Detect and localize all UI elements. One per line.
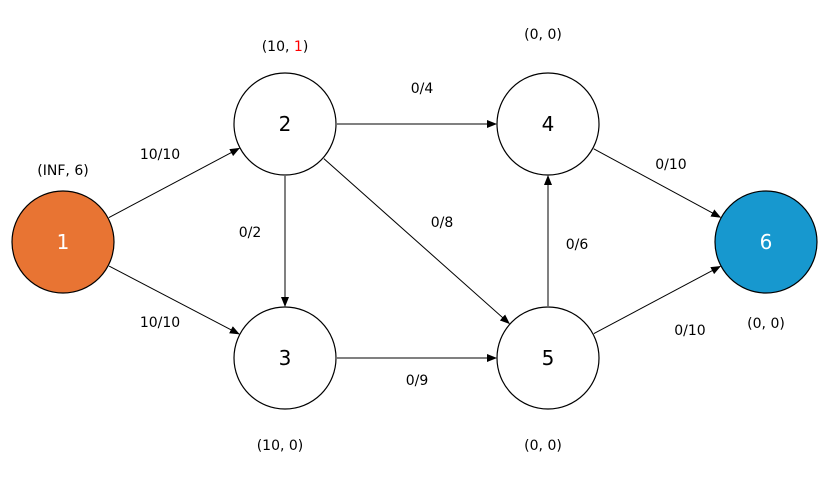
node-tag-part-6-0: (0, 0) xyxy=(747,316,785,332)
node-tag-3: (10, 0) xyxy=(257,438,304,454)
node-label-4: 4 xyxy=(542,112,555,136)
edge-arrow-1-2 xyxy=(108,147,240,219)
nodes-layer: 1(INF, 6)2(10, 1)3(10, 0)4(0, 0)5(0, 0)6… xyxy=(11,27,818,454)
node-tag-4: (0, 0) xyxy=(524,27,562,43)
edge-label-5-4: 0/6 xyxy=(566,237,589,253)
node-label-5: 5 xyxy=(542,346,555,370)
node-tag-part-5-0: (0, 0) xyxy=(524,438,562,454)
node-label-6: 6 xyxy=(760,230,773,254)
node-tag-part-2-2: ) xyxy=(303,39,308,55)
node-circle-5 xyxy=(496,306,600,410)
node-circle-1 xyxy=(11,190,115,294)
node-tag-part-3-0: (10, 0) xyxy=(257,438,304,454)
edges-layer: 10/10 10/10 0/2 0/4 0/8 0/9 0/6 0/10 0/10 xyxy=(108,81,722,389)
node-6: 6 (0, 0) xyxy=(714,190,818,332)
node-5: 5 (0, 0) xyxy=(496,306,600,454)
edge-label-1-3: 10/10 xyxy=(140,315,180,331)
node-tag-part-4-0: (0, 0) xyxy=(524,27,562,43)
node-label-1: 1 xyxy=(57,230,70,254)
node-3: 3 (10, 0) xyxy=(233,306,337,454)
node-tag-6: (0, 0) xyxy=(747,316,785,332)
node-tag-part-1-0: (INF, 6) xyxy=(37,163,88,179)
node-4: 4 (0, 0) xyxy=(496,27,600,176)
node-label-2: 2 xyxy=(279,112,292,136)
node-circle-2 xyxy=(233,72,337,176)
edge-arrow-5-6 xyxy=(593,265,721,335)
edge-label-1-2: 10/10 xyxy=(140,147,180,163)
node-2: 2 (10, 1) xyxy=(233,39,337,176)
edge-arrow-2-5 xyxy=(323,158,510,325)
node-label-3: 3 xyxy=(279,346,292,370)
node-tag-part-2-0: (10, xyxy=(262,39,294,55)
edge-label-2-5: 0/8 xyxy=(431,215,454,231)
edge-label-2-4: 0/4 xyxy=(411,81,434,97)
node-tag-1: (INF, 6) xyxy=(37,163,88,179)
node-tag-part-2-1: 1 xyxy=(294,39,303,55)
edge-label-3-5: 0/9 xyxy=(406,373,429,389)
node-1: 1 (INF, 6) xyxy=(11,163,115,294)
edge-label-5-6: 0/10 xyxy=(674,323,705,339)
node-tag-5: (0, 0) xyxy=(524,438,562,454)
node-circle-4 xyxy=(496,72,600,176)
edge-label-4-6: 0/10 xyxy=(655,157,686,173)
edge-arrow-4-6 xyxy=(593,148,722,218)
edge-label-2-3: 0/2 xyxy=(239,225,262,241)
node-tag-2: (10, 1) xyxy=(262,39,309,55)
edge-arrow-1-3 xyxy=(108,265,240,335)
node-circle-3 xyxy=(233,306,337,410)
node-circle-6 xyxy=(714,190,818,294)
